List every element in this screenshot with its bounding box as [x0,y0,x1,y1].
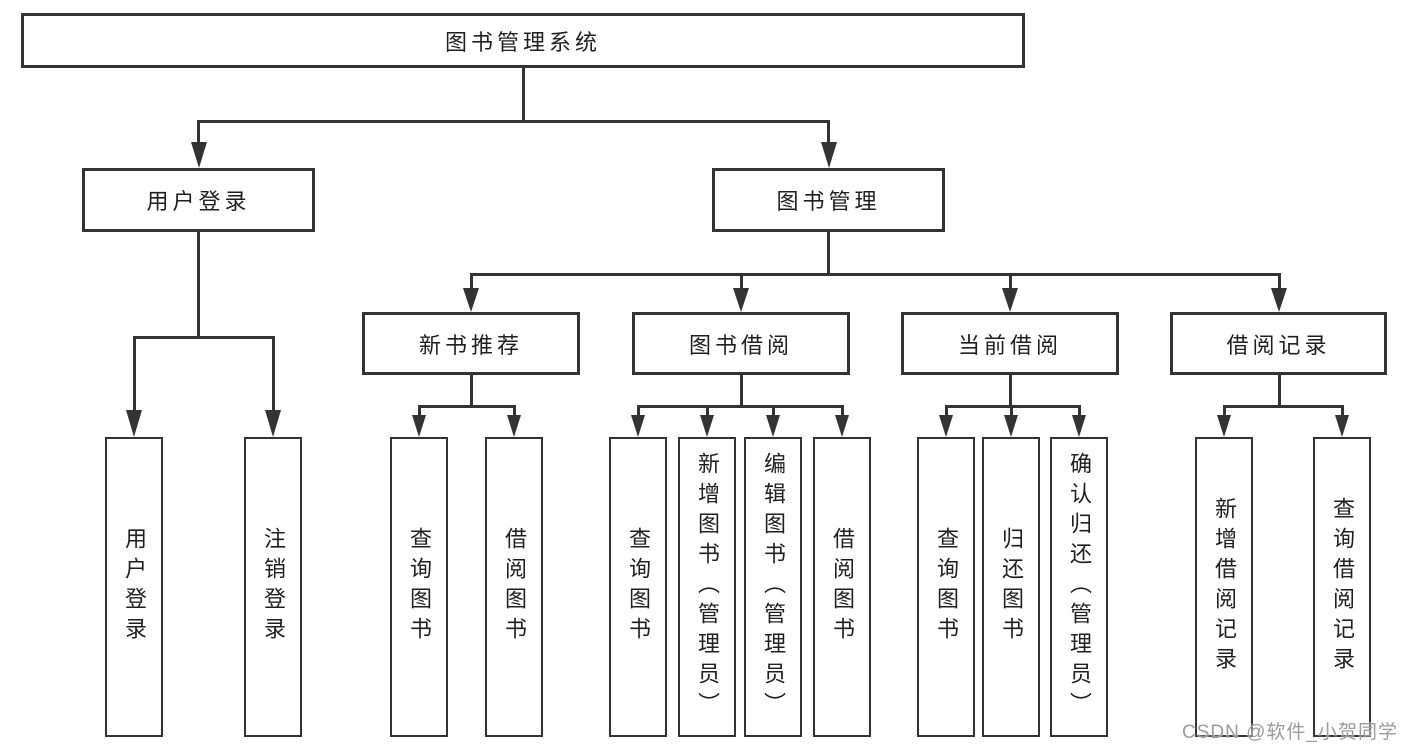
connector-vline [469,273,473,290]
leaf-borrow-query-books: 查询图书 [609,437,667,737]
leaf-current-query-books: 查询图书 [917,437,975,737]
connector-vline [1009,405,1013,417]
connector-vline [739,375,743,405]
leaf-current-confirm-return-admin: 确认归还（管理员） [1050,437,1108,737]
arrow-down-icon [1335,415,1349,437]
connector-hline [636,405,844,408]
connector-vline [197,232,200,336]
arrow-down-icon [631,415,645,437]
arrow-down-icon [835,415,849,437]
arrow-down-icon [1217,415,1231,437]
connector-vline [1277,375,1281,405]
connector-vline [1008,273,1012,290]
leaf-borrow-borrow-books: 借阅图书 [813,437,871,737]
leaf-newbook-borrow-books: 借阅图书 [485,437,543,737]
arrow-down-icon [126,410,142,437]
connector-vline [417,405,421,417]
leaf-borrow-edit-books-admin: 编辑图书（管理员） [744,437,802,737]
arrow-down-icon [412,415,426,437]
node-current-borrow: 当前借阅 [901,312,1119,375]
arrow-down-icon [733,288,749,312]
connector-vline [944,405,948,417]
connector-hline [132,336,275,339]
connector-hline [197,120,830,123]
leaf-logout: 注销登录 [244,437,302,737]
connector-vline [840,405,844,417]
node-book-borrow: 图书借阅 [632,312,850,375]
connector-vline [827,120,830,144]
connector-hline [1222,405,1344,408]
connector-vline [1077,405,1081,417]
leaf-user-login: 用户登录 [105,437,163,737]
node-borrow-records: 借阅记录 [1170,312,1387,375]
arrow-down-icon [1271,288,1287,312]
connector-hline [417,405,516,408]
node-user-login: 用户登录 [82,168,315,232]
connector-vline [705,405,709,417]
connector-vline [1008,375,1012,405]
arrow-down-icon [939,415,953,437]
arrow-down-icon [507,415,521,437]
arrow-down-icon [1072,415,1086,437]
arrow-down-icon [1004,415,1018,437]
arrow-down-icon [766,415,780,437]
connector-hline [469,273,1281,276]
node-root: 图书管理系统 [21,13,1025,68]
node-new-book-recommend: 新书推荐 [362,312,580,375]
connector-vline [827,232,830,273]
leaf-current-return-books: 归还图书 [982,437,1040,737]
leaf-records-add-record: 新增借阅记录 [1195,437,1253,737]
connector-vline [636,405,640,417]
connector-hline [944,405,1081,408]
connector-vline [132,336,136,412]
arrow-down-icon [820,142,837,168]
connector-vline [197,120,200,144]
connector-vline [1277,273,1281,290]
connector-vline [1222,405,1226,417]
arrow-down-icon [1002,288,1018,312]
connector-vline [271,336,275,412]
connector-vline [469,375,473,405]
arrow-down-icon [265,410,281,437]
leaf-newbook-query-books: 查询图书 [390,437,448,737]
arrow-down-icon [190,142,207,168]
connector-vline [521,68,525,120]
connector-vline [771,405,775,417]
connector-vline [1340,405,1344,417]
connector-vline [739,273,743,290]
connector-vline [512,405,516,417]
leaf-records-query-record: 查询借阅记录 [1313,437,1371,737]
node-book-management: 图书管理 [712,168,945,232]
arrow-down-icon [700,415,714,437]
watermark: CSDN @软件_小贺同学 [1182,722,1398,743]
arrow-down-icon [463,288,479,312]
leaf-borrow-add-books-admin: 新增图书（管理员） [678,437,736,737]
